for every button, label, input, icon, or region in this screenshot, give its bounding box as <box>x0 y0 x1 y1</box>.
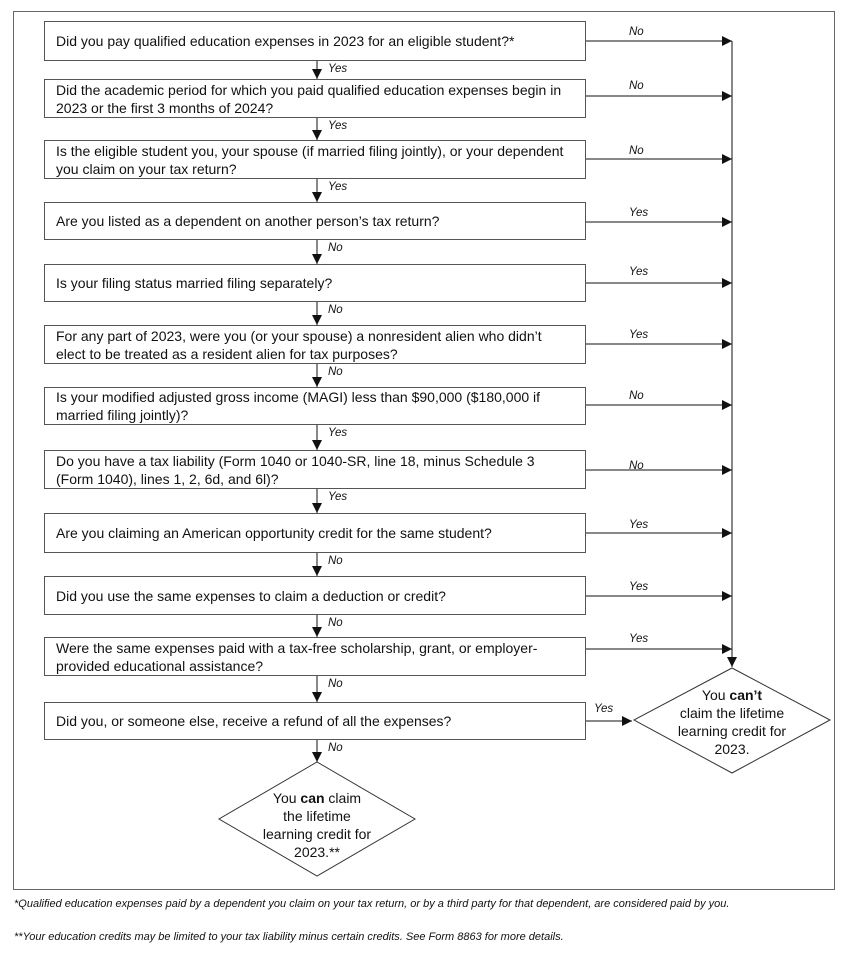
question-text: Did you use the same expenses to claim a… <box>56 587 446 604</box>
down-branch-label: No <box>328 555 343 567</box>
question-box: Is your modified adjusted gross income (… <box>44 387 586 425</box>
question-text: Did you, or someone else, receive a refu… <box>56 713 452 729</box>
cant-claim-outcome: You can’t claim the lifetime learning cr… <box>677 687 787 757</box>
question-text: Were the same expenses paid with a tax-f… <box>56 639 538 674</box>
side-branch-label: No <box>629 460 644 472</box>
question-box: Do you have a tax liability (Form 1040 o… <box>44 450 586 489</box>
side-branch-label: Yes <box>629 633 649 645</box>
side-branch-label: Yes <box>629 519 649 531</box>
footnote-1: *Qualified education expenses paid by a … <box>14 898 730 910</box>
down-branch-label: Yes <box>328 427 348 439</box>
can-claim-diamond <box>218 761 416 877</box>
down-branch-label: No <box>328 742 343 754</box>
side-branch-label: Yes <box>594 703 614 715</box>
down-branch-label: Yes <box>328 181 348 193</box>
question-box: Did you use the same expenses to claim a… <box>44 576 586 615</box>
question-box: Are you listed as a dependent on another… <box>44 202 586 240</box>
down-branch-label: Yes <box>328 491 348 503</box>
down-branch-label: Yes <box>328 63 348 75</box>
question-text: Is your filing status married filing sep… <box>56 275 333 291</box>
down-branch-label: Yes <box>328 120 348 132</box>
question-box: Did the academic period for which you pa… <box>44 79 586 118</box>
flowchart-frame <box>13 11 835 890</box>
side-branch-label: No <box>629 26 644 38</box>
side-branch-label: Yes <box>629 581 649 593</box>
side-branch-label: Yes <box>629 266 649 278</box>
question-box: Did you pay qualified education expenses… <box>44 21 586 61</box>
question-box: Were the same expenses paid with a tax-f… <box>44 637 586 676</box>
question-box: Did you, or someone else, receive a refu… <box>44 702 586 740</box>
side-branch-label: Yes <box>629 207 649 219</box>
question-box: Is your filing status married filing sep… <box>44 264 586 302</box>
down-branch-label: No <box>328 617 343 629</box>
question-text: Is your modified adjusted gross income (… <box>56 389 541 423</box>
footnote-2: **Your education credits may be limited … <box>14 931 564 943</box>
question-text: Is the eligible student you, your spouse… <box>56 142 564 177</box>
down-branch-label: No <box>328 366 343 378</box>
question-text: Did you pay qualified education expenses… <box>56 33 515 49</box>
side-branch-label: No <box>629 80 644 92</box>
question-text: Are you listed as a dependent on another… <box>56 213 440 229</box>
cant-claim-diamond <box>632 667 832 774</box>
side-branch-label: Yes <box>629 329 649 341</box>
question-box: For any part of 2023, were you (or your … <box>44 325 586 364</box>
question-text: For any part of 2023, were you (or your … <box>56 327 542 362</box>
down-branch-label: No <box>328 304 343 316</box>
question-box: Is the eligible student you, your spouse… <box>44 140 586 179</box>
question-text: Are you claiming an American opportunity… <box>56 525 492 541</box>
down-branch-label: No <box>328 242 343 254</box>
side-branch-label: No <box>629 390 644 402</box>
question-text: Do you have a tax liability (Form 1040 o… <box>56 452 535 487</box>
question-box: Are you claiming an American opportunity… <box>44 513 586 553</box>
question-text: Did the academic period for which you pa… <box>56 81 562 116</box>
down-branch-label: No <box>328 678 343 690</box>
side-branch-label: No <box>629 145 644 157</box>
can-claim-outcome: You can claim the lifetime learning cred… <box>262 790 372 860</box>
